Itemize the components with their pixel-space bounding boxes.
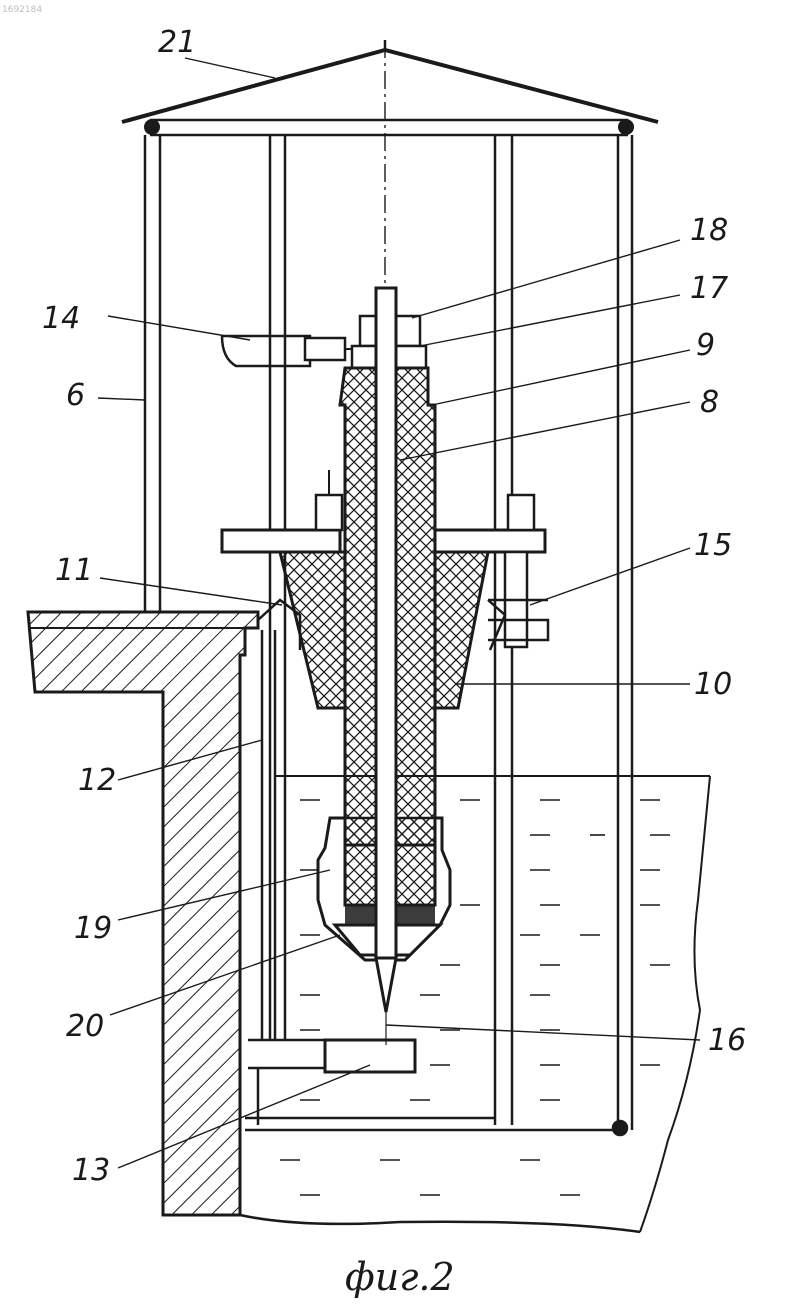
label-9: 9 bbox=[696, 328, 715, 363]
label-6: 6 bbox=[66, 378, 85, 413]
roof-cap bbox=[122, 40, 658, 122]
label-20: 20 bbox=[66, 1009, 104, 1044]
side-bracket bbox=[222, 336, 362, 366]
label-11: 11 bbox=[55, 553, 93, 588]
label-10: 10 bbox=[694, 667, 732, 702]
label-15: 15 bbox=[694, 528, 732, 563]
label-14: 14 bbox=[42, 301, 80, 336]
document-id: 1692184 bbox=[2, 5, 42, 15]
label-17: 17 bbox=[690, 271, 728, 306]
label-21: 21 bbox=[158, 25, 196, 60]
top-frame bbox=[144, 119, 634, 135]
label-19: 19 bbox=[74, 911, 112, 946]
central-electrode bbox=[376, 288, 396, 1045]
liquid-bath bbox=[240, 776, 710, 1232]
figure-caption: фиг.2 bbox=[345, 1255, 455, 1299]
label-13: 13 bbox=[72, 1153, 110, 1188]
label-18: 18 bbox=[690, 213, 728, 248]
label-8: 8 bbox=[700, 385, 719, 420]
bottom-plate bbox=[325, 1040, 415, 1072]
label-12: 12 bbox=[78, 763, 116, 798]
label-16: 16 bbox=[708, 1023, 746, 1058]
